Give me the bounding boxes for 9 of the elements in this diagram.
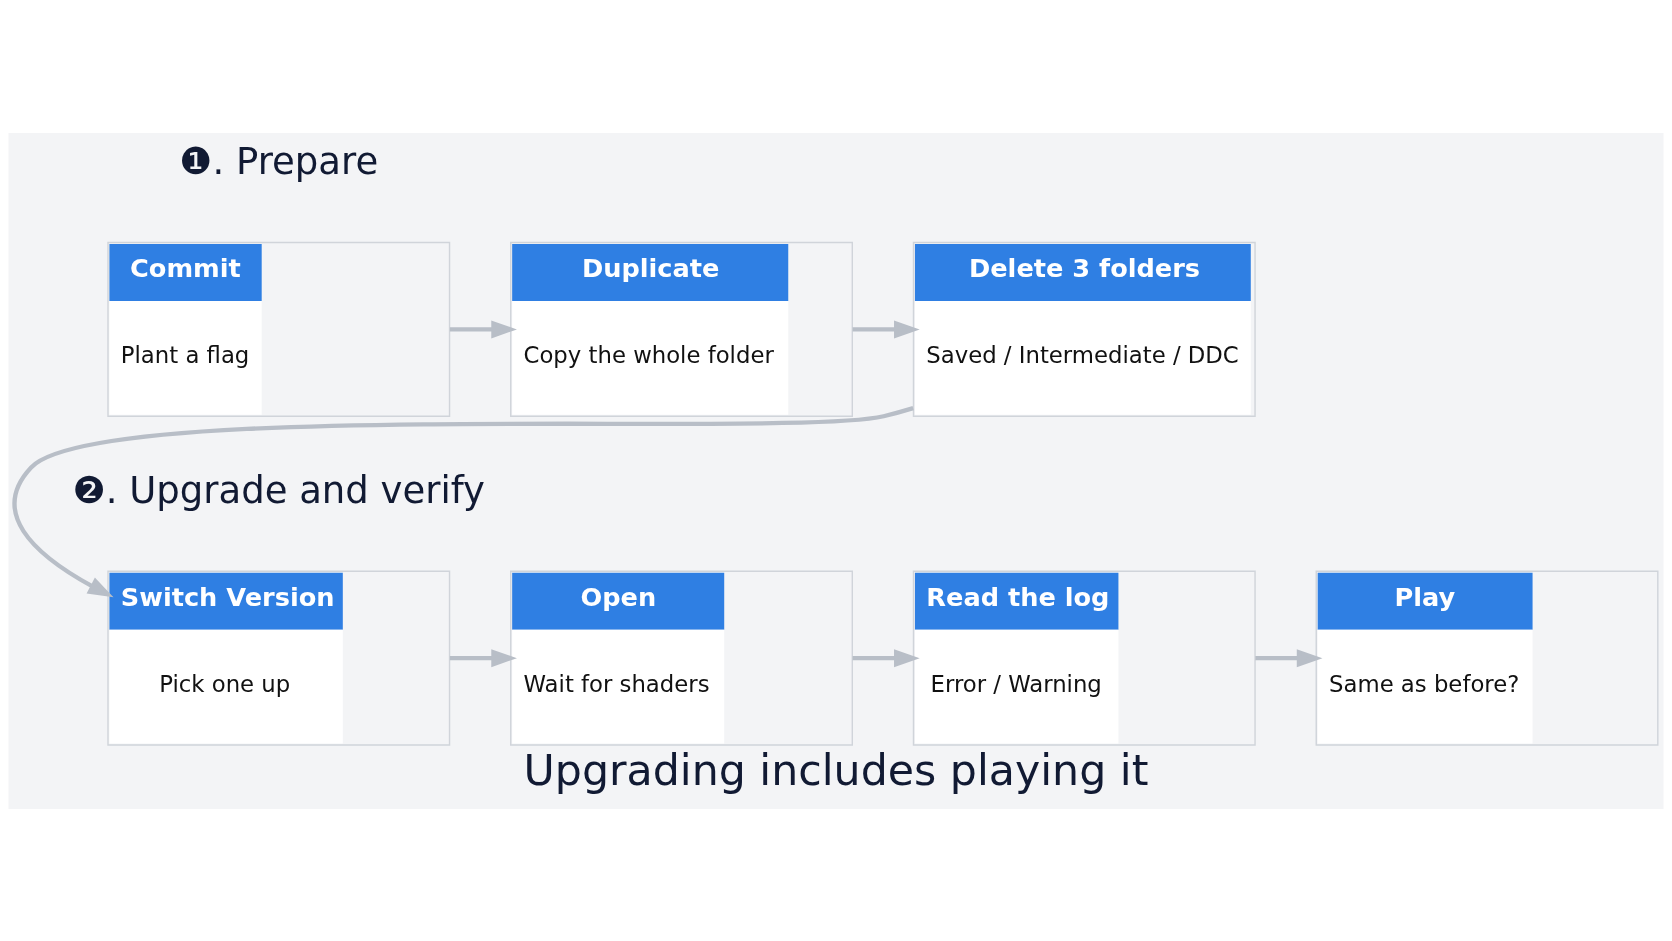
arrow xyxy=(1255,648,1323,667)
arrow xyxy=(449,648,517,667)
caption: Upgrading includes playing it xyxy=(523,744,1149,795)
arrow xyxy=(449,319,517,338)
arrow xyxy=(852,648,920,667)
label: ❶. Prepare xyxy=(179,139,379,183)
arrow xyxy=(852,319,920,338)
arrow xyxy=(12,405,914,597)
label: ❷. Upgrade and verify xyxy=(72,468,485,512)
